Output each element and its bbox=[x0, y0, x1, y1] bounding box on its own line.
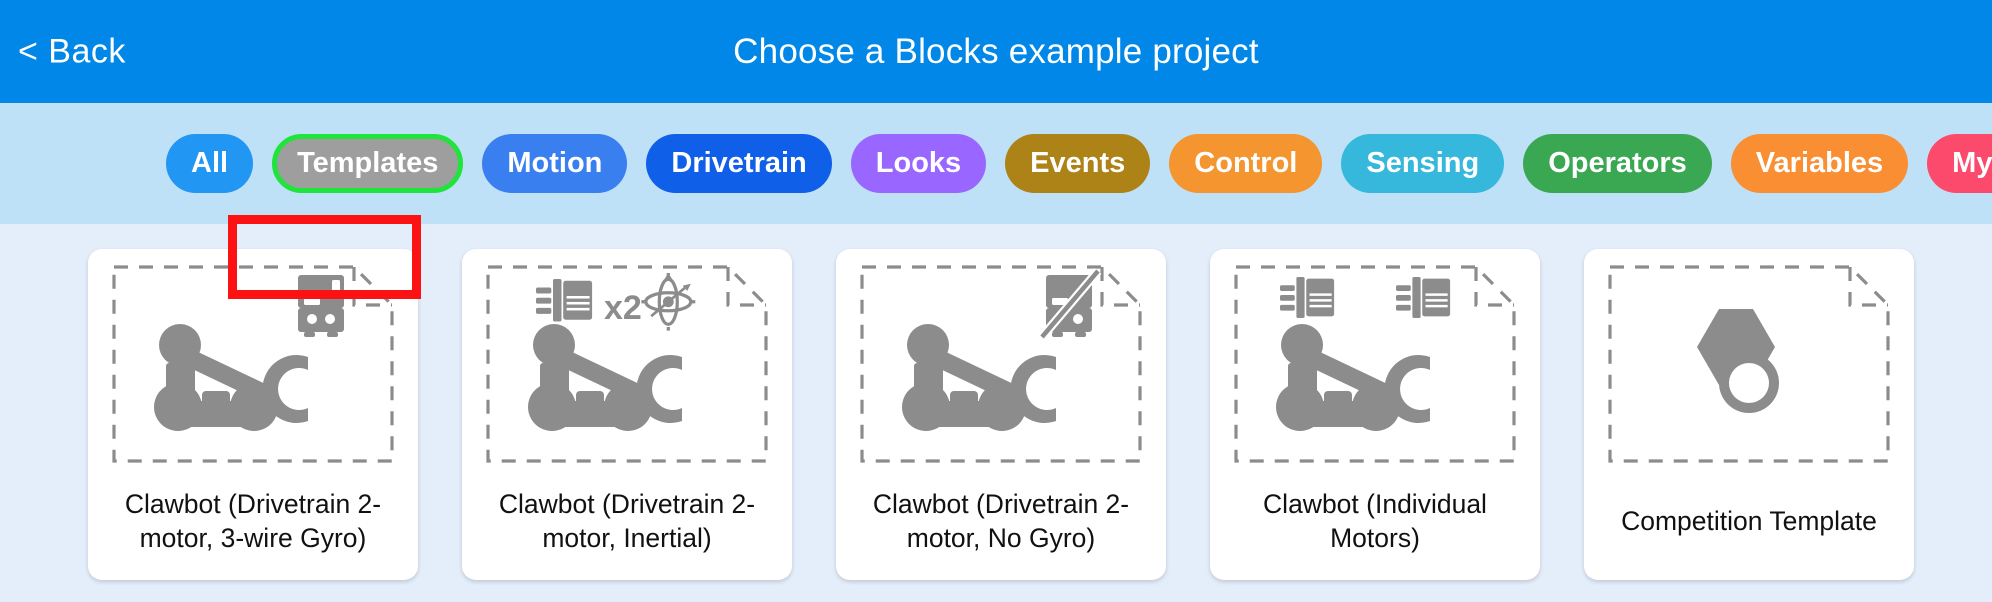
filter-pill-label: My Blocks bbox=[1952, 147, 1992, 179]
filter-pill-label: All bbox=[191, 147, 229, 179]
page-title: Choose a Blocks example project bbox=[733, 31, 1259, 71]
filter-pill-looks[interactable]: Looks bbox=[850, 134, 987, 193]
project-thumbnail bbox=[850, 261, 1152, 469]
project-title: Competition Template bbox=[1621, 505, 1877, 536]
filter-pill-control[interactable]: Control bbox=[1169, 134, 1323, 193]
project-title: Clawbot (Individual Motors) bbox=[1263, 488, 1487, 553]
project-thumbnail bbox=[1598, 261, 1900, 469]
project-thumbnail: x2 bbox=[476, 261, 778, 469]
category-filter-bar: All Templates Motion Drivetrain Looks Events C… bbox=[0, 103, 1992, 299]
project-card[interactable]: Clawbot (Drivetrain 2-motor, 3-wire Gyro… bbox=[88, 249, 418, 580]
back-button[interactable]: < Back bbox=[18, 32, 126, 70]
filter-pill-templates[interactable]: Templates bbox=[272, 134, 464, 193]
project-card[interactable]: Clawbot (Drivetrain 2-motor, No Gyro) bbox=[836, 249, 1166, 580]
filter-pill-motion[interactable]: Motion bbox=[482, 134, 628, 193]
project-title: Clawbot (Drivetrain 2-motor, Inertial) bbox=[498, 488, 756, 553]
filter-pill-label: Motion bbox=[507, 147, 603, 179]
project-card[interactable]: x2 Clawbot (Drivetrain 2-motor, Inertial… bbox=[462, 249, 792, 580]
filter-pill-label: Variables bbox=[1755, 147, 1884, 179]
motor-count-label: x2 bbox=[604, 289, 642, 327]
project-card[interactable]: Competition Template bbox=[1584, 249, 1914, 580]
filter-pill-label: Drivetrain bbox=[671, 147, 807, 179]
project-card-grid: Clawbot (Drivetrain 2-motor, 3-wire Gyro… bbox=[0, 224, 1992, 580]
filter-pill-events[interactable]: Events bbox=[1005, 134, 1151, 193]
filter-pill-my-blocks[interactable]: My Blocks bbox=[1927, 134, 1992, 193]
filter-pill-label: Operators bbox=[1548, 147, 1687, 179]
project-thumbnail bbox=[1224, 261, 1526, 469]
app-header: < Back Choose a Blocks example project bbox=[0, 0, 1992, 103]
project-title: Clawbot (Drivetrain 2-motor, No Gyro) bbox=[872, 488, 1130, 553]
project-title: Clawbot (Drivetrain 2-motor, 3-wire Gyro… bbox=[124, 488, 382, 553]
filter-pill-variables[interactable]: Variables bbox=[1730, 134, 1909, 193]
filter-pill-label: Events bbox=[1030, 147, 1126, 179]
filter-pill-label: Sensing bbox=[1366, 147, 1480, 179]
filter-pill-drivetrain[interactable]: Drivetrain bbox=[646, 134, 832, 193]
filter-pill-sensing[interactable]: Sensing bbox=[1341, 134, 1505, 193]
filter-pill-all[interactable]: All bbox=[166, 134, 254, 193]
project-card[interactable]: Clawbot (Individual Motors) bbox=[1210, 249, 1540, 580]
project-thumbnail bbox=[102, 261, 404, 469]
filter-pill-operators[interactable]: Operators bbox=[1523, 134, 1712, 193]
filter-pill-label: Templates bbox=[297, 147, 439, 179]
filter-pill-label: Control bbox=[1194, 147, 1298, 179]
filter-pill-label: Looks bbox=[875, 147, 962, 179]
